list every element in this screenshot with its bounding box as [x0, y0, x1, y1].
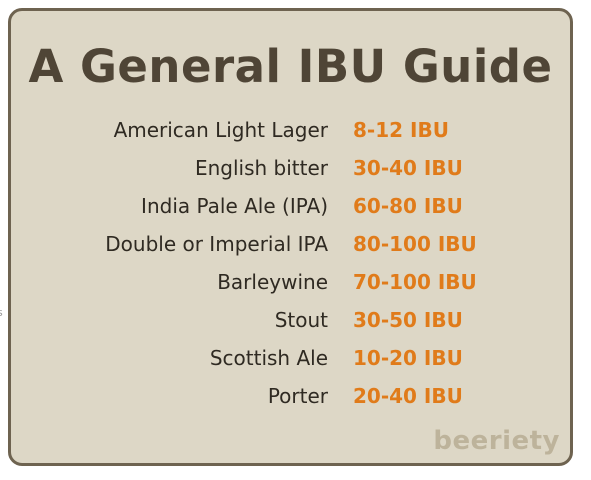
- beer-style-label: Double or Imperial IPA: [105, 232, 328, 256]
- list-item: Barleywine 70-100 IBU: [11, 263, 570, 301]
- ibu-range-value: 80-100 IBU: [353, 232, 477, 256]
- ibu-list: American Light Lager 8-12 IBU English bi…: [11, 111, 570, 415]
- beeriety-logo: beeriety: [433, 426, 560, 456]
- beer-style-label: English bitter: [194, 156, 328, 180]
- list-item: Porter 20-40 IBU: [11, 377, 570, 415]
- list-item: India Pale Ale (IPA) 60-80 IBU: [11, 187, 570, 225]
- beer-style-label: American Light Lager: [113, 118, 328, 142]
- ibu-range-value: 70-100 IBU: [353, 270, 477, 294]
- ibu-range-value: 30-50 IBU: [353, 308, 463, 332]
- list-item: American Light Lager 8-12 IBU: [11, 111, 570, 149]
- stray-text-fragment: s: [0, 306, 6, 320]
- beer-style-label: India Pale Ale (IPA): [141, 194, 328, 218]
- list-item: English bitter 30-40 IBU: [11, 149, 570, 187]
- beer-style-label: Barleywine: [217, 270, 328, 294]
- list-item: Stout 30-50 IBU: [11, 301, 570, 339]
- beer-style-label: Porter: [267, 384, 328, 408]
- ibu-range-value: 10-20 IBU: [353, 346, 463, 370]
- ibu-guide-card: A General IBU Guide American Light Lager…: [8, 8, 573, 466]
- ibu-range-value: 20-40 IBU: [353, 384, 463, 408]
- beer-style-label: Stout: [274, 308, 328, 332]
- ibu-range-value: 60-80 IBU: [353, 194, 463, 218]
- list-item: Double or Imperial IPA 80-100 IBU: [11, 225, 570, 263]
- guide-title: A General IBU Guide: [28, 40, 553, 93]
- beer-style-label: Scottish Ale: [209, 346, 328, 370]
- ibu-range-value: 8-12 IBU: [353, 118, 449, 142]
- list-item: Scottish Ale 10-20 IBU: [11, 339, 570, 377]
- ibu-range-value: 30-40 IBU: [353, 156, 463, 180]
